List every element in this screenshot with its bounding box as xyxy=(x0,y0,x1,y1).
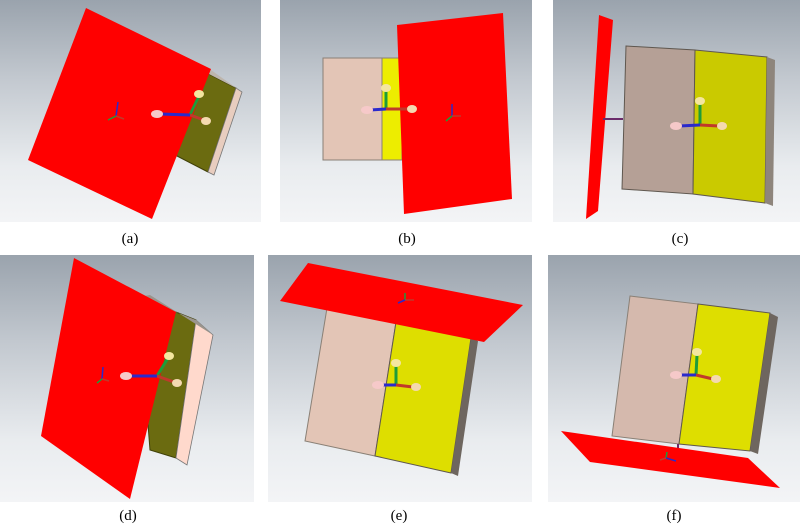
panel-b xyxy=(280,0,532,222)
red-reflector-plate xyxy=(28,8,211,219)
red-reflector-plate xyxy=(41,258,176,499)
caption-a: (a) xyxy=(121,231,139,247)
panel-e xyxy=(268,255,532,502)
slab xyxy=(304,307,478,476)
axes-triad xyxy=(96,352,182,387)
slab xyxy=(611,295,778,454)
panel-d xyxy=(0,255,254,502)
caption-b: (b) xyxy=(398,231,416,247)
slab xyxy=(621,45,775,206)
caption-c: (c) xyxy=(671,231,689,247)
red-reflector-plate xyxy=(397,13,512,214)
panel-f xyxy=(548,255,800,502)
caption-d: (d) xyxy=(119,508,137,524)
red-reflector-plate xyxy=(280,263,523,342)
caption-f: (f) xyxy=(666,508,682,524)
caption-e: (e) xyxy=(390,508,408,524)
panel-c xyxy=(553,0,800,222)
axes-triad xyxy=(670,97,727,130)
axes-triad xyxy=(107,90,211,125)
red-reflector-plate xyxy=(586,15,613,219)
axes-triad xyxy=(659,348,721,462)
panel-a xyxy=(0,0,261,222)
axes-triad xyxy=(372,293,421,391)
axes-triad xyxy=(361,84,461,122)
